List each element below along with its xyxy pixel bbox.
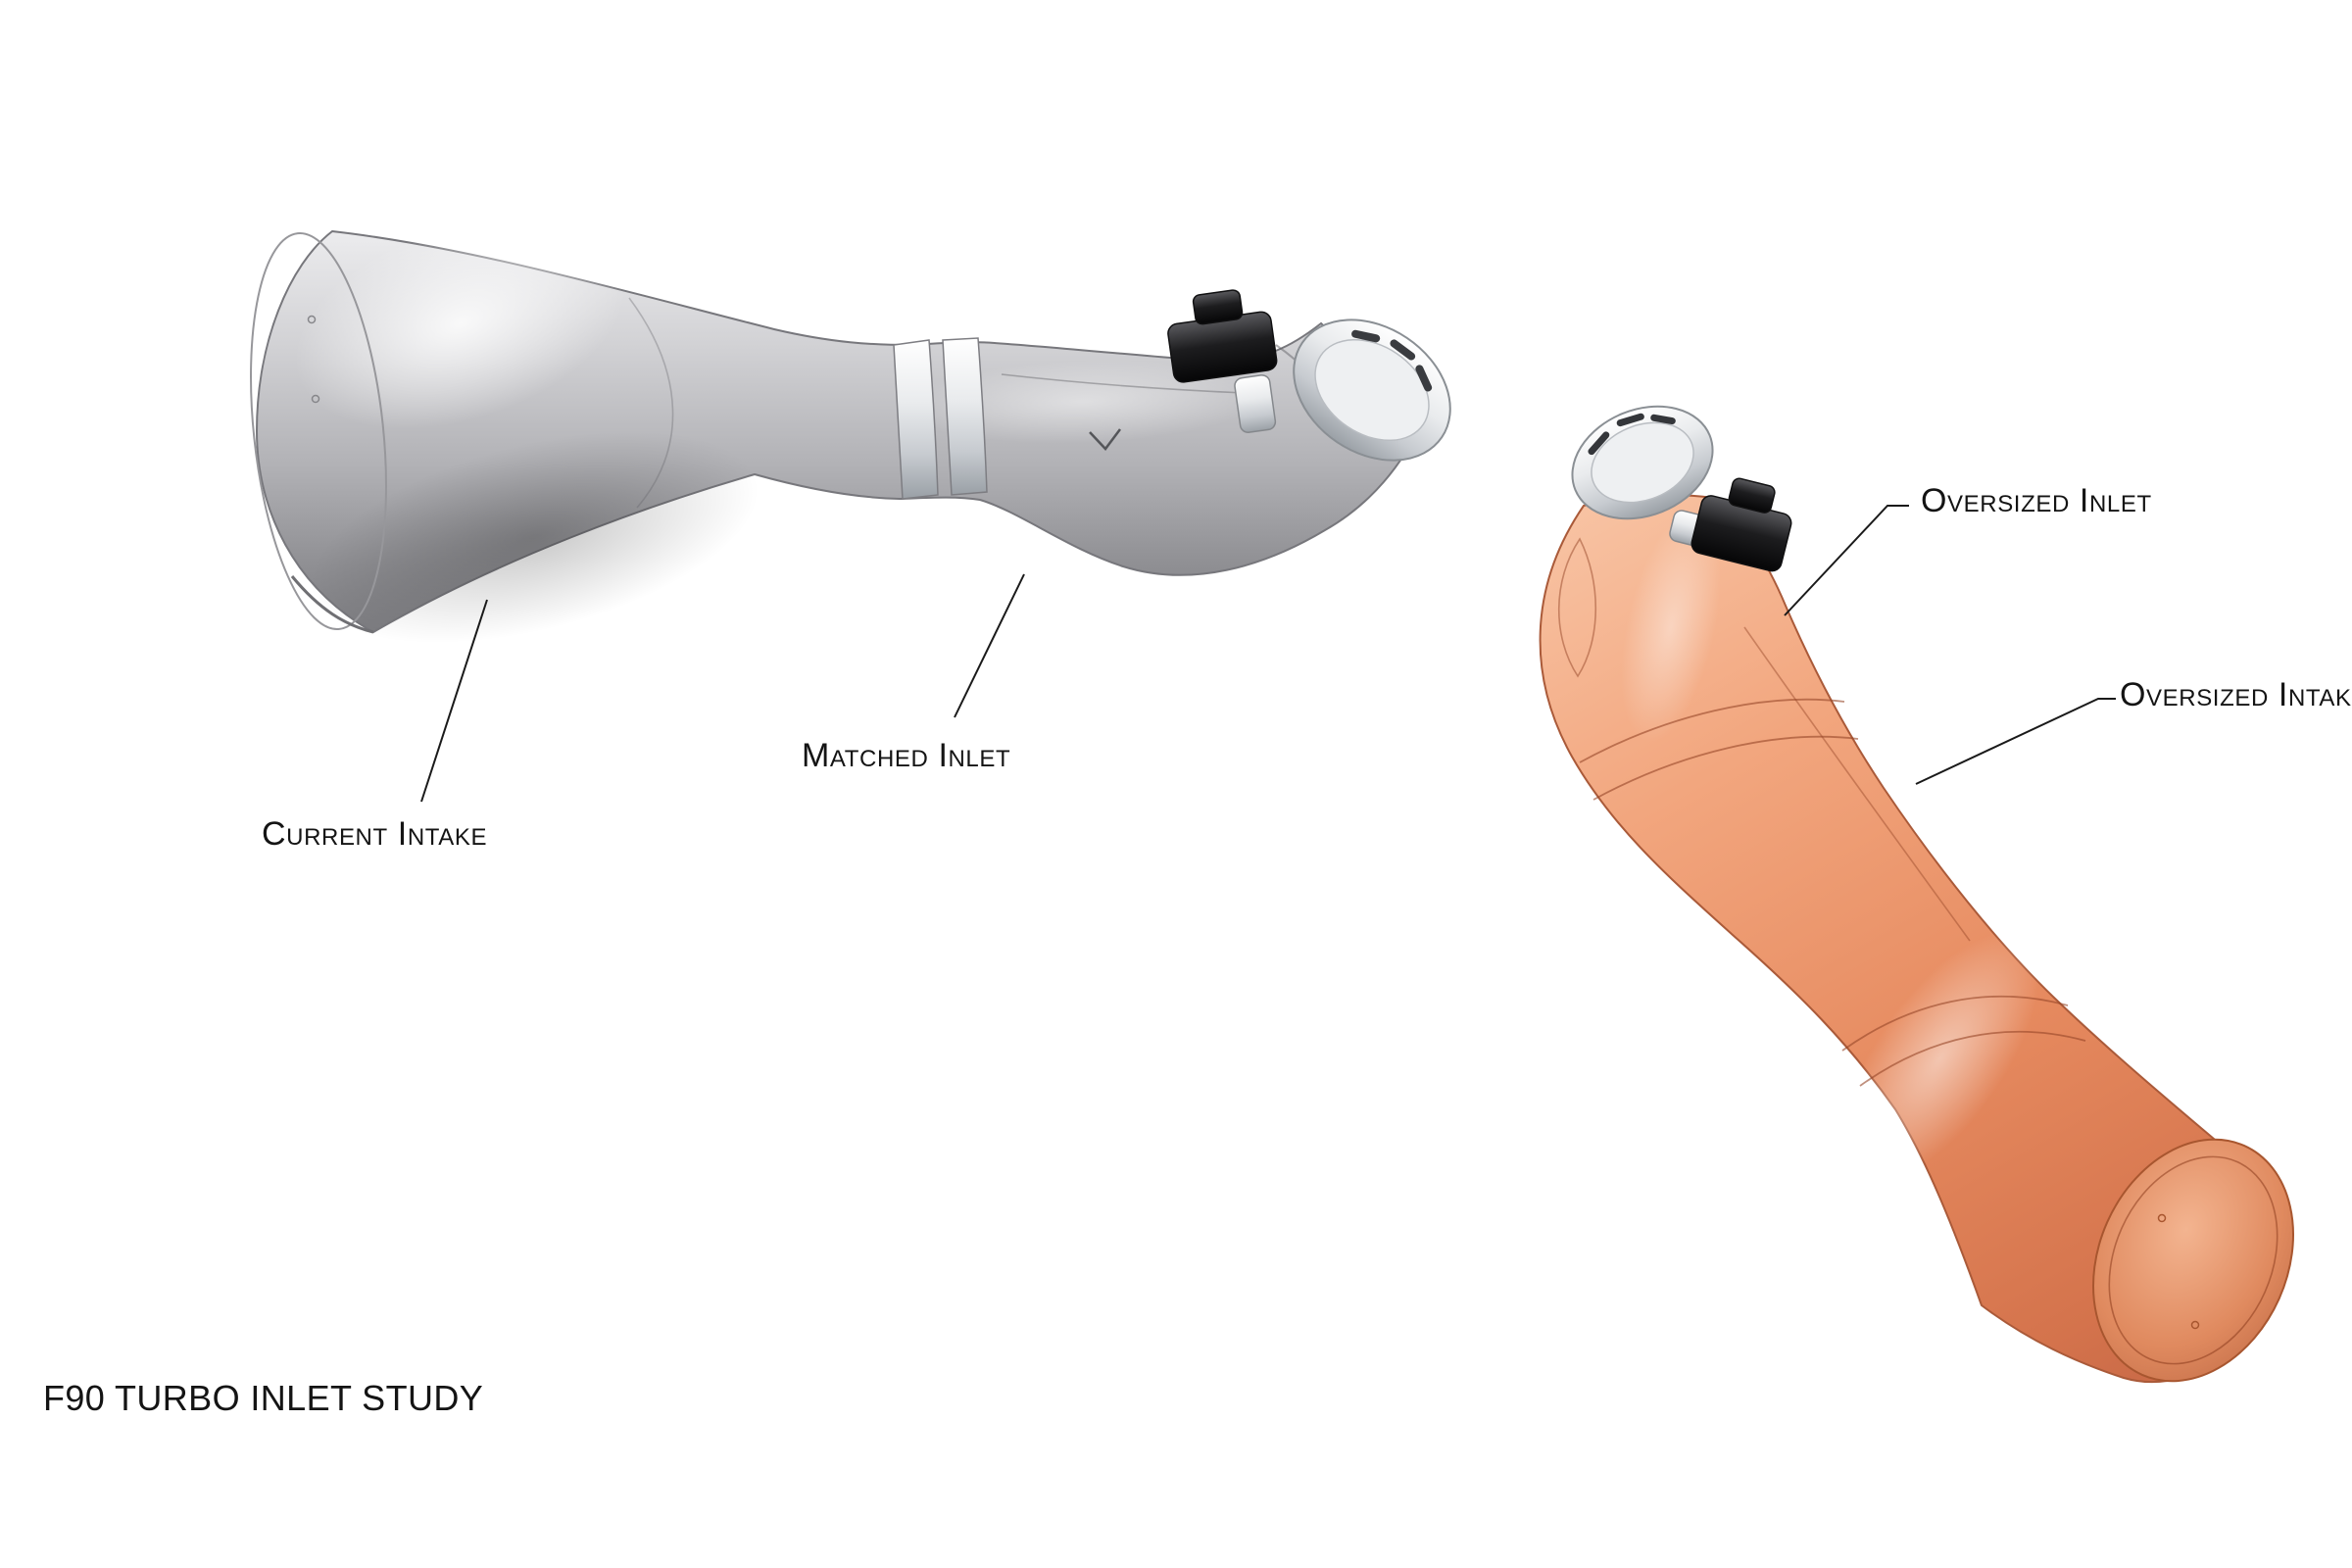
- coupler-slot-marks: [1588, 413, 1676, 456]
- orange-bell-rim-inner: [2108, 1155, 2278, 1365]
- clamp-ring: [942, 337, 988, 496]
- callout-oversized-inlet: Oversized Inlet: [1921, 482, 2152, 519]
- orange-ring-line: [1859, 1030, 2086, 1087]
- gray-bell-rim-edge: [290, 575, 374, 634]
- gray-hose-clamp: [893, 337, 988, 500]
- orange-bend-highlight: [1621, 512, 1721, 743]
- orange-sensor-port: [1669, 477, 1792, 572]
- sensor-stem: [1234, 374, 1277, 433]
- gray-rim-hole: [311, 394, 320, 404]
- orange-ring-line: [1592, 735, 1859, 801]
- callout-current-intake: Current Intake: [262, 815, 488, 853]
- orange-rim-hole: [2190, 1320, 2200, 1330]
- orange-ring-line: [1841, 995, 2069, 1052]
- coupler-inner-bore: [1591, 421, 1694, 504]
- coupler-slot-marks: [1351, 329, 1433, 392]
- orange-ring-line: [1579, 698, 1845, 763]
- gray-rim-hole: [307, 315, 317, 324]
- orange-body-seam: [1743, 626, 1971, 942]
- leader-matched-inlet: [954, 573, 1025, 718]
- orange-body-highlight: [1840, 932, 2040, 1185]
- clamp-ring: [893, 339, 939, 500]
- leader-current-intake: [420, 599, 488, 803]
- callout-oversized-intake: Oversized Intake: [2120, 676, 2352, 713]
- orange-bell-face: [2092, 1138, 2294, 1383]
- callout-matched-inlet: Matched Inlet: [802, 737, 1011, 774]
- coupler-inner-bore: [1314, 338, 1430, 442]
- gray-tube-seam: [1001, 373, 1246, 394]
- orange-rim-hole: [2157, 1213, 2167, 1223]
- gray-bell-highlight: [294, 218, 627, 429]
- orange-coupler: [1571, 405, 1714, 520]
- gray-coupler: [1293, 318, 1451, 462]
- sensor-nub: [1728, 477, 1776, 514]
- leader-oversized-intake: [1915, 698, 2116, 785]
- gray-sensor-port: [1167, 289, 1278, 433]
- gray-bell-contour: [628, 297, 674, 509]
- gray-tube-highlight: [902, 360, 1264, 444]
- leader-oversized-inlet: [1784, 505, 1909, 616]
- gray-bell-rim: [250, 231, 387, 631]
- drawing-title: F90 TURBO INLET STUDY: [43, 1378, 484, 1418]
- flow-direction-mark: [1089, 428, 1121, 451]
- orange-weld-loop: [1558, 537, 1597, 678]
- gray-bell-lower-shade: [309, 430, 760, 644]
- leader-lines: [420, 505, 2116, 803]
- current-intake-model: [250, 218, 1451, 644]
- sensor-nub: [1192, 289, 1244, 325]
- oversized-intake-model: [1539, 405, 2294, 1384]
